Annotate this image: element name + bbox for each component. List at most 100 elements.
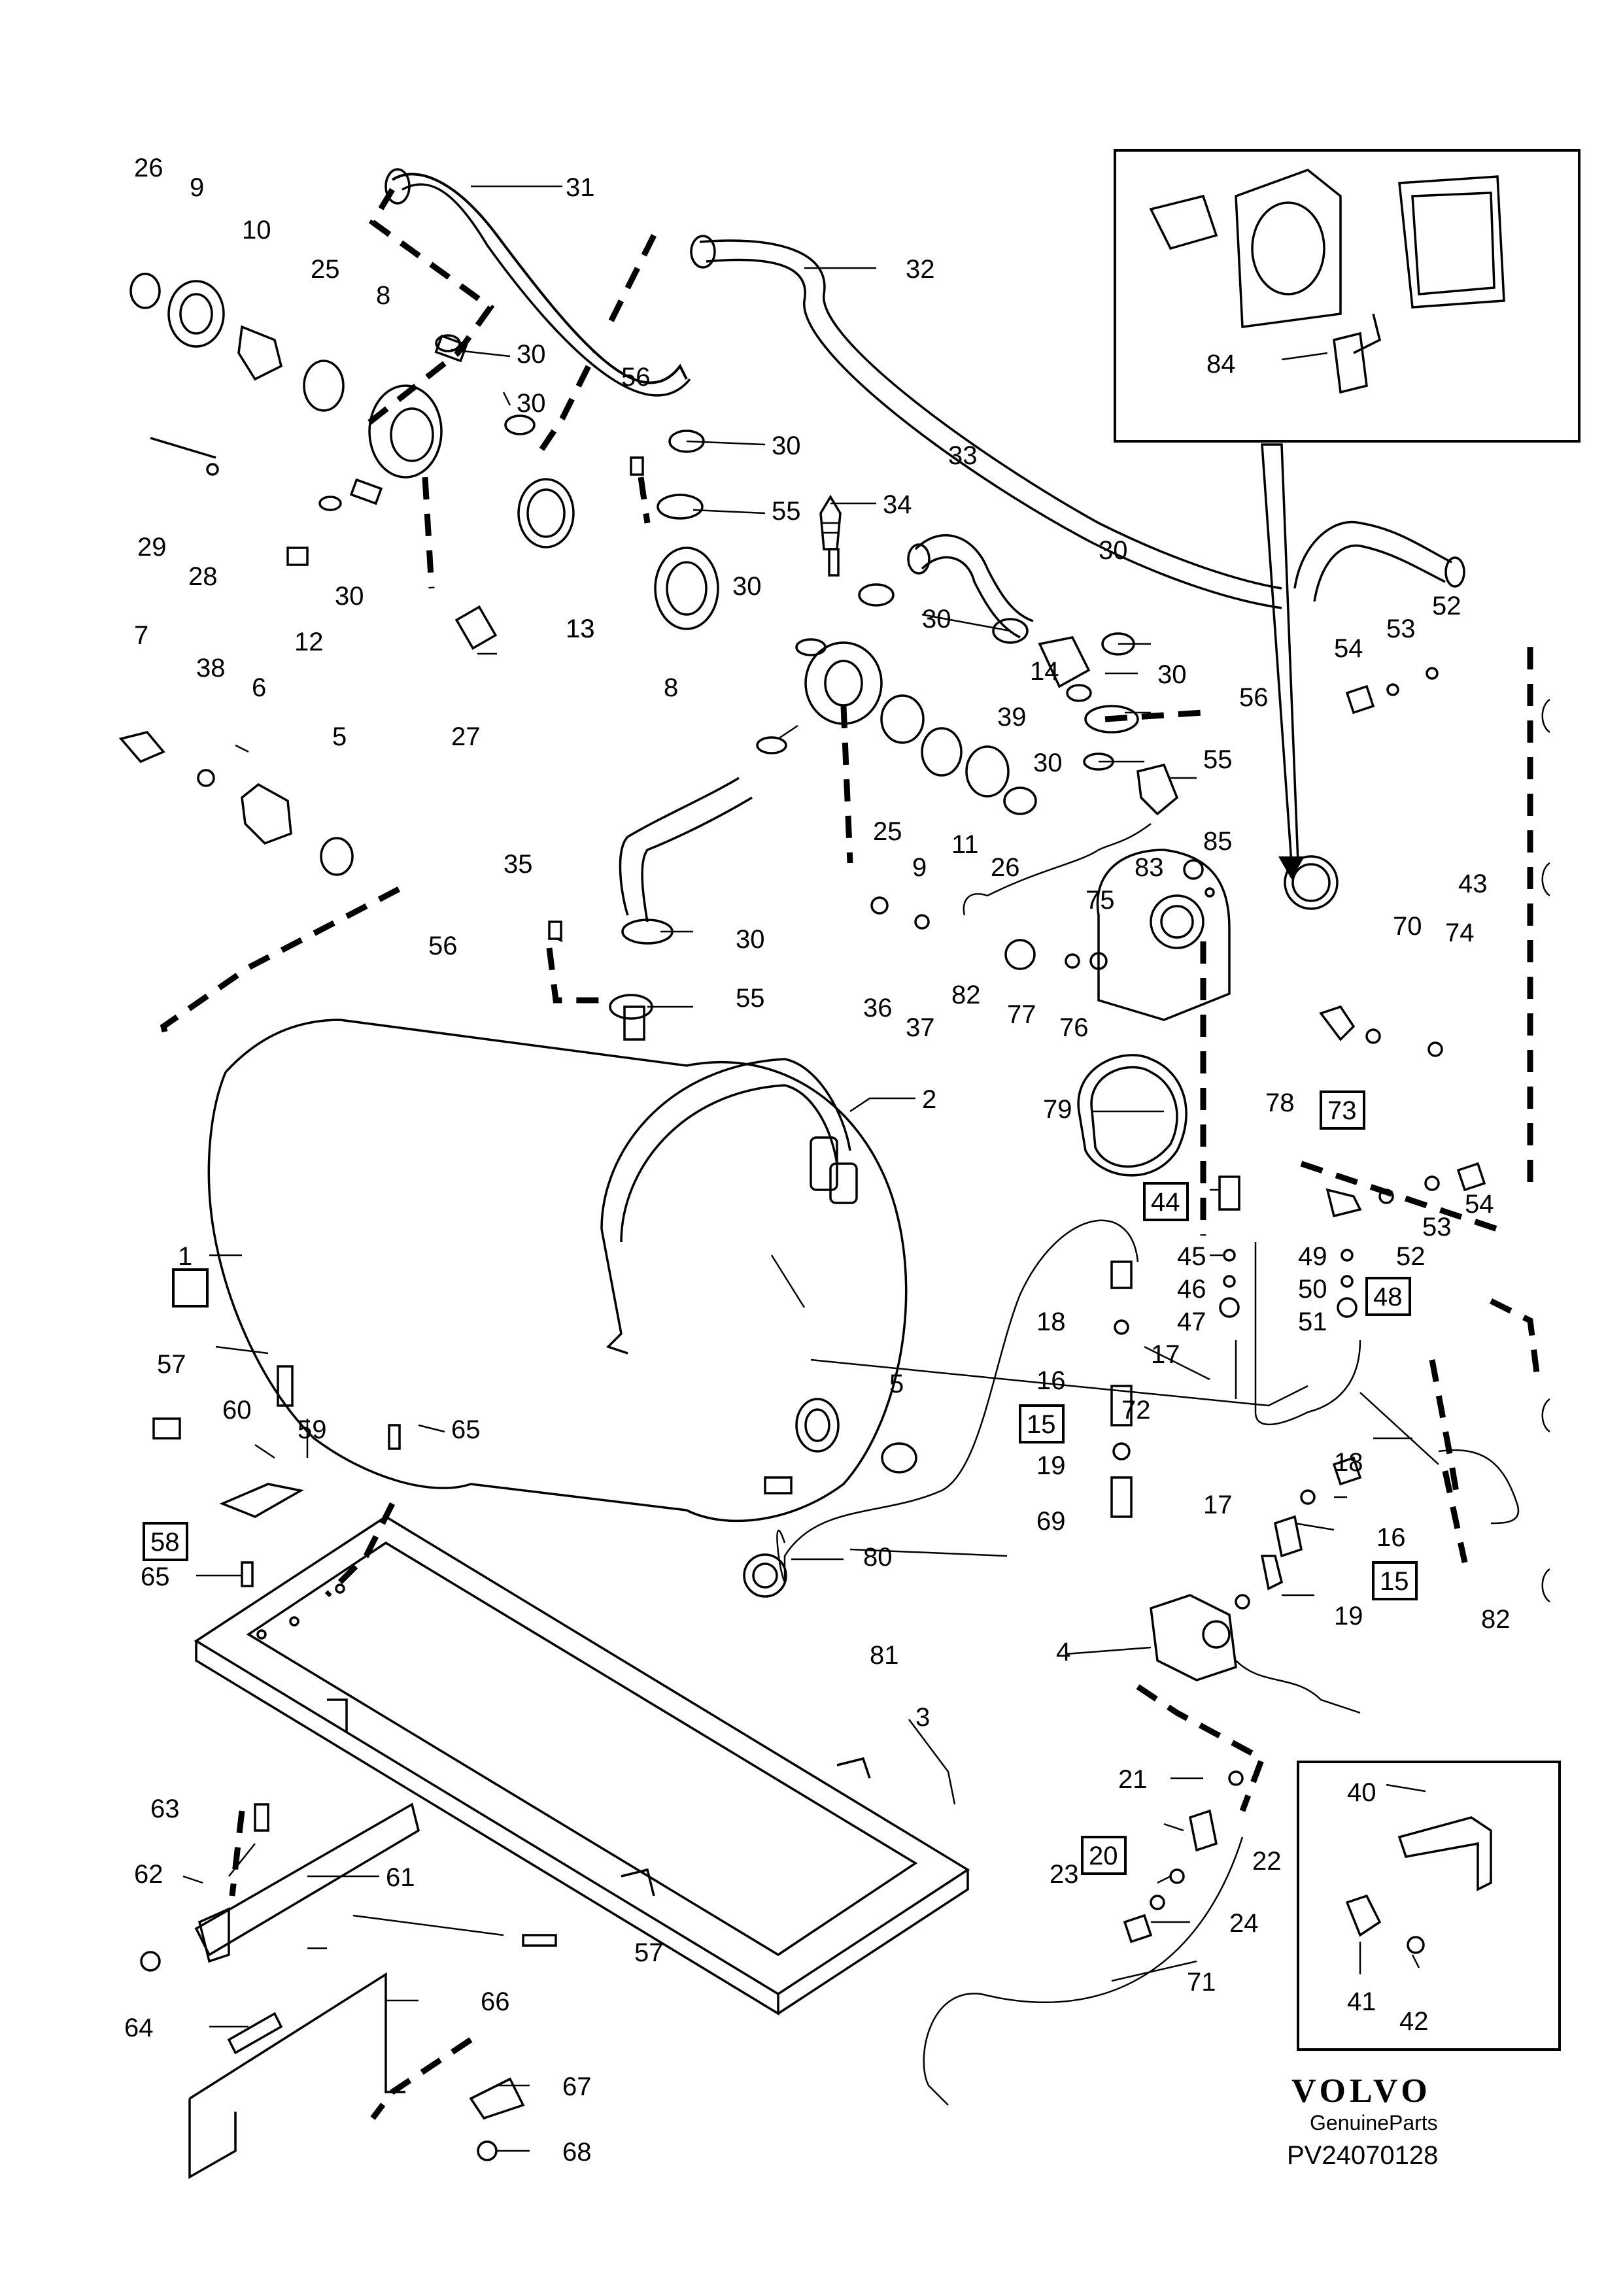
callout: 18 <box>1036 1308 1066 1336</box>
tank <box>207 1019 908 1523</box>
callout-labels: 26 9 10 25 8 31 30 32 30 56 30 55 29 28 … <box>124 154 1511 2167</box>
callout: 72 <box>1121 1396 1151 1425</box>
svg-text:48: 48 <box>1373 1283 1403 1311</box>
callout: 37 <box>906 1013 935 1042</box>
callout: 30 <box>736 925 765 954</box>
callout: 9 <box>190 173 204 202</box>
callout: 67 <box>562 2072 592 2101</box>
boxed-callout: 58 <box>143 1522 188 1561</box>
callout: 41 <box>1347 1987 1376 2016</box>
callout: 80 <box>863 1543 893 1572</box>
callout: 64 <box>124 2014 154 2042</box>
boxed-callout: 15 <box>1372 1561 1418 1600</box>
callout: 46 <box>1177 1275 1206 1304</box>
o-ring-5 <box>881 1442 917 1474</box>
inset-detail-40 <box>1297 1761 1561 2051</box>
callout: 52 <box>1396 1242 1426 1271</box>
callout: 3 <box>915 1703 930 1732</box>
callout: 28 <box>188 562 218 591</box>
callout: 85 <box>1203 827 1233 856</box>
callout: 62 <box>134 1860 163 1889</box>
boxed-callout: 20 <box>1081 1836 1127 1875</box>
edge-mark <box>1541 862 1550 897</box>
brand-name: VOLVO <box>1291 2072 1431 2110</box>
callout: 29 <box>137 533 167 562</box>
callout: 55 <box>736 984 765 1013</box>
callout: 55 <box>1203 745 1233 774</box>
callout: 53 <box>1386 615 1416 643</box>
callout: 19 <box>1036 1451 1066 1480</box>
callout: 31 <box>566 173 595 202</box>
callout: 30 <box>1033 749 1063 777</box>
callout: 83 <box>1135 853 1164 882</box>
edge-mark <box>1541 1568 1550 1603</box>
boxed-callouts: 73 44 48 15 58 15 20 <box>143 1090 1418 1875</box>
callout: 71 <box>1187 1968 1216 1997</box>
hose-31 <box>384 168 691 397</box>
pipes <box>776 822 1520 2106</box>
svg-text:73: 73 <box>1327 1096 1357 1125</box>
callout: 33 <box>948 441 978 470</box>
callout: 70 <box>1393 912 1422 941</box>
callout: 13 <box>566 615 595 643</box>
callout: 34 <box>883 490 912 519</box>
inset-arrow <box>1261 443 1299 864</box>
callout: 30 <box>732 572 762 601</box>
callout: 61 <box>386 1863 415 1892</box>
svg-text:44: 44 <box>1151 1188 1180 1217</box>
callout: 79 <box>1043 1095 1072 1124</box>
callout: 13 <box>566 615 595 643</box>
svg-text:15: 15 <box>1027 1410 1056 1439</box>
callout: 23 <box>1050 1860 1079 1889</box>
callout: 26 <box>134 154 163 182</box>
callout: 22 <box>1252 1847 1282 1876</box>
right-filler-group <box>1077 849 1443 1177</box>
callout: 47 <box>1177 1308 1206 1336</box>
callout: 9 <box>912 853 927 882</box>
fittings <box>1110 667 1486 1944</box>
boxed-callout-1 <box>172 1268 209 1308</box>
callout: 76 <box>1059 1013 1089 1042</box>
inset-arrowhead <box>1278 856 1305 879</box>
callout: 10 <box>242 216 271 245</box>
fasteners <box>140 456 1108 1972</box>
callout: 65 <box>141 1562 170 1591</box>
callout: 30 <box>1099 536 1128 565</box>
callout: 57 <box>157 1350 186 1379</box>
callout: 30 <box>517 340 546 369</box>
callout: 49 <box>1298 1242 1327 1271</box>
callout: 81 <box>870 1641 899 1670</box>
callout: 42 <box>1399 2007 1429 2036</box>
callout: 19 <box>1334 1602 1363 1630</box>
callout: 25 <box>873 817 902 846</box>
callout: 77 <box>1007 1000 1036 1029</box>
callout: 45 <box>1177 1242 1206 1271</box>
callout: 30 <box>772 431 801 460</box>
callout: 68 <box>562 2138 592 2167</box>
callout: 35 <box>504 850 533 879</box>
callout: 74 <box>1445 919 1475 947</box>
callout: 43 <box>1458 869 1488 898</box>
callout: 18 <box>1334 1448 1363 1477</box>
callout: 17 <box>1203 1491 1233 1519</box>
assembly-dashed-lines <box>160 188 1540 2120</box>
callout: 59 <box>298 1415 327 1444</box>
callout: 30 <box>335 582 364 611</box>
boxed-callout: 48 <box>1365 1277 1411 1316</box>
sensor-group <box>118 731 354 876</box>
callout: 78 <box>1265 1089 1295 1117</box>
callout: 57 <box>634 1938 664 1967</box>
boxed-callout: 73 <box>1320 1090 1365 1130</box>
callout: 40 <box>1347 1778 1376 1807</box>
callout: 63 <box>150 1795 180 1823</box>
brand-tagline: GenuineParts <box>1310 2111 1438 2135</box>
edge-mark <box>1541 698 1550 734</box>
leader-lines <box>182 185 1426 2152</box>
callout: 1 <box>178 1242 192 1271</box>
callout: 54 <box>1334 634 1363 663</box>
hose-32 <box>690 235 1282 609</box>
callout: 4 <box>1056 1638 1070 1666</box>
callout: 60 <box>222 1396 252 1425</box>
callout: 82 <box>1481 1605 1511 1634</box>
